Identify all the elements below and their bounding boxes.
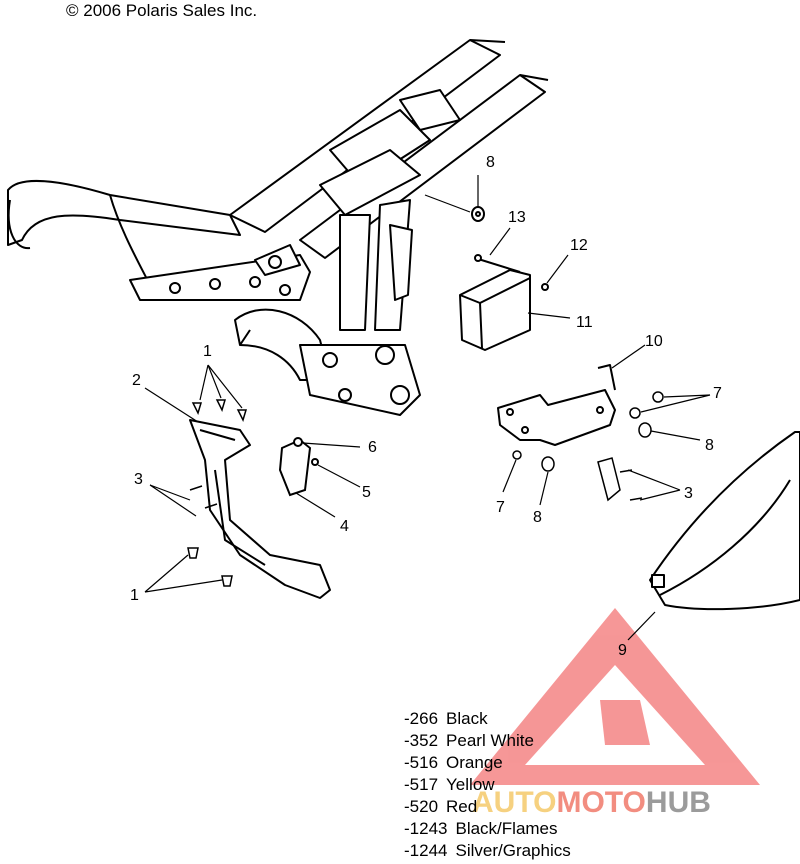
callout-7-lower: 7	[496, 499, 505, 516]
watermark-logo	[470, 608, 760, 785]
callout-10: 10	[645, 333, 663, 350]
color-name: Black	[446, 709, 488, 728]
callout-11: 11	[576, 314, 593, 331]
fasteners-left	[187, 399, 248, 587]
color-code: -516	[404, 753, 439, 772]
color-option: -517 Yellow	[404, 774, 571, 796]
color-name: Orange	[446, 753, 503, 772]
copyright-text: © 2006 Polaris Sales Inc.	[66, 1, 258, 20]
color-option: -352 Pearl White	[404, 730, 571, 752]
color-code: -352	[404, 731, 439, 750]
callout-3-right: 3	[684, 485, 693, 502]
color-options-list: -266 Black -352 Pearl White -516 Orange -51…	[404, 708, 571, 862]
color-name: Silver/Graphics	[455, 841, 571, 860]
callout-6: 6	[368, 439, 377, 456]
callout-8-lower: 8	[533, 509, 542, 526]
callout-9: 9	[618, 642, 627, 659]
callout-7-right: 7	[713, 385, 722, 402]
bracket-assembly-4	[278, 437, 319, 497]
color-option: -266 Black	[404, 708, 571, 730]
color-code: -266	[404, 709, 439, 728]
color-option: -1244 Silver/Graphics	[404, 840, 571, 862]
color-code: -517	[404, 775, 439, 794]
color-option: -516 Orange	[404, 752, 571, 774]
watermark-part2: MOTO	[556, 786, 645, 819]
color-name: Pearl White	[446, 731, 534, 750]
right-side-cover	[649, 431, 800, 611]
callout-4: 4	[340, 518, 349, 535]
left-side-cover	[189, 419, 331, 599]
fasteners-right	[512, 391, 664, 502]
color-option: -1243 Black/Flames	[404, 818, 571, 840]
callout-8-top: 8	[486, 154, 495, 171]
washer-8-top	[471, 206, 485, 222]
watermark-part1: AUTO	[472, 786, 556, 819]
watermark-part3: HUB	[646, 786, 711, 819]
watermark-triangle-icon	[470, 608, 760, 785]
color-option: -520 Red	[404, 796, 571, 818]
color-name: Black/Flames	[455, 819, 558, 838]
leader-lines	[144, 175, 711, 641]
callout-8-right: 8	[705, 437, 714, 454]
color-code: -1243	[404, 819, 448, 838]
callout-5: 5	[362, 484, 371, 501]
color-code: -520	[404, 797, 439, 816]
watermark-text: AUTOMOTOHUB	[472, 786, 711, 819]
right-bracket-10	[497, 364, 616, 446]
callout-12: 12	[570, 237, 588, 254]
callout-2: 2	[132, 372, 141, 389]
callout-1-top: 1	[203, 343, 212, 360]
color-code: -1244	[404, 841, 448, 860]
callout-13: 13	[508, 209, 526, 226]
control-module-11	[459, 254, 549, 351]
color-name: Yellow	[446, 775, 495, 794]
color-name: Red	[446, 797, 478, 816]
frame-drawing	[7, 39, 549, 416]
callout-3-left: 3	[134, 471, 143, 488]
callout-1-bottom: 1	[130, 587, 139, 604]
